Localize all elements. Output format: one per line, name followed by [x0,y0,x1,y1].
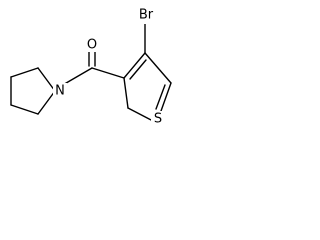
sulfur-mask [151,111,165,127]
sulfur-label: S [154,112,162,127]
molecule-diagram: O N S Br [10,8,172,127]
bond-c3-c4-thiophene [123,52,146,79]
bond-n-c2 [37,67,56,92]
bond-c2-c3 [123,77,129,109]
oxygen-label: O [87,38,97,53]
amide-group [60,51,125,87]
bromine-label: Br [139,8,154,23]
bromine-mask [136,8,156,24]
bond-c3-c4-thiophene-double [129,59,147,80]
bond-c5-s-double [155,84,166,110]
bond-c5-s [160,82,172,112]
oxygen-mask [85,36,99,52]
nitrogen-mask [53,83,67,99]
bond-c4-c5-thiophene [144,52,172,84]
bond-c5-n [37,90,56,115]
bond-c4-c5 [10,104,39,115]
bond-carbonyl-ring [91,67,125,79]
pyrrolidine-ring [10,67,56,115]
nitrogen-label: N [55,84,65,99]
bond-s-c2 [127,107,154,122]
thiophene-ring [123,52,172,122]
bond-c2-c3 [10,67,39,78]
